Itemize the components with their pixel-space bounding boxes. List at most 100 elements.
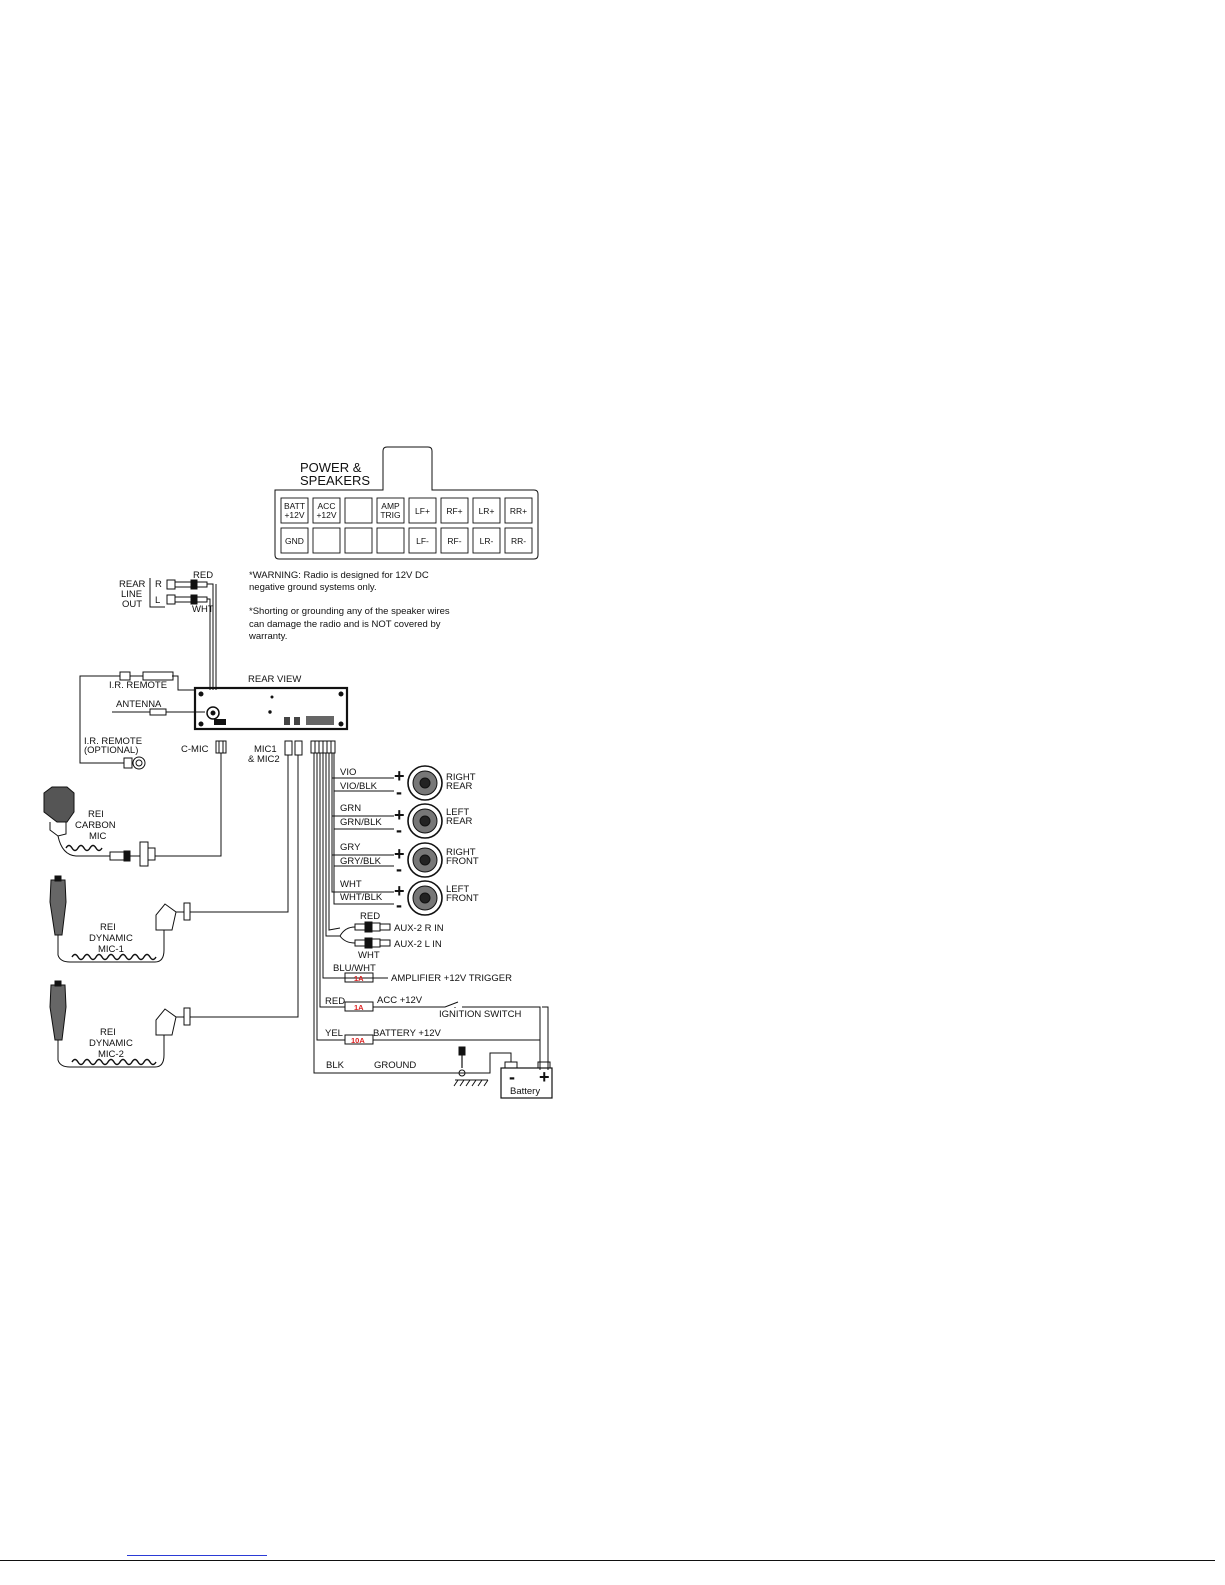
speaker-lf-name2: FRONT xyxy=(446,893,479,904)
cell-lf-plus: LF+ xyxy=(415,506,430,516)
aux-l-in-label: AUX-2 L IN xyxy=(394,939,442,950)
connector-title-line1: POWER & xyxy=(300,460,362,475)
cell-rr-plus: RR+ xyxy=(510,506,527,516)
fuse-acc-label: 1A xyxy=(354,1003,364,1012)
cell-batt-12v: +12V xyxy=(284,510,304,520)
speaker-lf-plus-wire: WHT xyxy=(340,879,362,890)
cell-trig: TRIG xyxy=(380,510,400,520)
carbon-mic-label2: CARBON xyxy=(75,820,116,831)
ir-remote-cable xyxy=(79,671,195,770)
yel-label: YEL xyxy=(325,1028,343,1039)
cell-batt: BATT xyxy=(284,501,305,511)
carbon-mic xyxy=(43,753,222,867)
rear-view-label: REAR VIEW xyxy=(248,674,301,685)
shorting-line2: can damage the radio and is NOT covered … xyxy=(249,619,441,630)
ir-remote-label: I.R. REMOTE xyxy=(109,680,167,691)
mic12-label-line2: & MIC2 xyxy=(248,754,280,765)
line-out-l: L xyxy=(155,595,160,606)
rear-line-out-label2: LINE xyxy=(121,589,142,600)
carbon-mic-label3: MIC xyxy=(89,831,107,842)
battery-label: Battery xyxy=(510,1086,540,1097)
acc-12v-label: ACC +12V xyxy=(377,995,423,1006)
speaker-icon xyxy=(407,765,443,916)
battery-icon xyxy=(373,1039,553,1099)
dynamic-mic-2 xyxy=(49,755,299,1068)
aux-red-label: RED xyxy=(360,911,380,922)
footer-link-underline[interactable] xyxy=(127,1555,267,1556)
speaker-rf-plus-sign: + xyxy=(394,844,405,864)
c-mic-label: C-MIC xyxy=(181,744,209,755)
rear-line-out-label1: REAR xyxy=(119,579,146,590)
fuse-batt-label: 10A xyxy=(351,1036,365,1045)
blu-wht-label: BLU/WHT xyxy=(333,963,376,974)
cell-amp: AMP xyxy=(381,501,400,511)
speaker-lf-minus-sign: - xyxy=(396,895,402,915)
speaker-lr-name2: REAR xyxy=(446,816,473,827)
aux-wht-label: WHT xyxy=(358,950,380,961)
power-wiring xyxy=(344,972,549,1070)
antenna-label: ANTENNA xyxy=(116,699,162,710)
speaker-lf-name1: LEFT xyxy=(446,884,469,895)
speaker-rf-minus-sign: - xyxy=(396,859,402,879)
speaker-lf-plus-sign: + xyxy=(394,881,405,901)
battery-plus: + xyxy=(539,1067,550,1087)
ground-label: GROUND xyxy=(374,1060,416,1071)
shorting-line1: *Shorting or grounding any of the speake… xyxy=(249,606,450,617)
carbon-mic-label1: REI xyxy=(88,809,104,820)
connector-title-line2: SPEAKERS xyxy=(300,473,370,488)
ignition-switch-label: IGNITION SWITCH xyxy=(439,1009,521,1020)
mic12-label-line1: MIC1 xyxy=(254,744,277,755)
speaker-lr-minus-sign: - xyxy=(396,820,402,840)
dynamic-mic-2-label2: DYNAMIC xyxy=(89,1038,133,1049)
speaker-rf-name1: RIGHT xyxy=(446,847,476,858)
speaker-rf-plus-wire: GRY xyxy=(340,842,361,853)
cell-lf-minus: LF- xyxy=(416,536,429,546)
line-out-r: R xyxy=(155,579,162,590)
battery-12v-label: BATTERY +12V xyxy=(373,1028,442,1039)
speaker-rr-plus-sign: + xyxy=(394,766,405,786)
speaker-rf-minus-wire: GRY/BLK xyxy=(340,856,382,867)
antenna-cable xyxy=(112,708,205,716)
ir-remote-optional-line2: (OPTIONAL) xyxy=(84,745,138,756)
speaker-rr-minus-wire: VIO/BLK xyxy=(340,781,378,792)
dynamic-mic-1-label2: DYNAMIC xyxy=(89,933,133,944)
radio-chassis xyxy=(193,686,349,731)
cell-acc: ACC xyxy=(318,501,336,511)
shorting-line3: warranty. xyxy=(248,631,287,642)
fuse-amp-label: 1A xyxy=(354,974,364,983)
speaker-lr-name1: LEFT xyxy=(446,807,469,818)
cell-lr-minus: LR- xyxy=(480,536,494,546)
cell-lr-plus: LR+ xyxy=(479,506,495,516)
cell-rf-minus: RF- xyxy=(447,536,461,546)
footer-rule xyxy=(0,1560,1215,1561)
speaker-rr-name2: REAR xyxy=(446,781,473,792)
speaker-lf-minus-wire: WHT/BLK xyxy=(340,892,383,903)
aux-rca-plugs xyxy=(339,921,391,949)
cell-rr-minus: RR- xyxy=(511,536,526,546)
speaker-rf-name2: FRONT xyxy=(446,856,479,867)
speaker-lr-plus-sign: + xyxy=(394,805,405,825)
line-out-wht: WHT xyxy=(192,604,214,615)
speaker-lr-minus-wire: GRN/BLK xyxy=(340,817,382,828)
dynamic-mic-1 xyxy=(49,755,289,963)
dynamic-mic-1-label3: MIC-1 xyxy=(98,944,124,955)
dynamic-mic-2-label1: REI xyxy=(100,1027,116,1038)
cell-gnd: GND xyxy=(285,536,304,546)
power-speakers-connector xyxy=(274,446,539,560)
dynamic-mic-1-label1: REI xyxy=(100,922,116,933)
speaker-rr-plus-wire: VIO xyxy=(340,767,356,778)
warning-line2: negative ground systems only. xyxy=(249,582,377,593)
blk-label: BLK xyxy=(326,1060,345,1071)
connector-cells xyxy=(280,497,533,554)
dynamic-mic-2-label3: MIC-2 xyxy=(98,1049,124,1060)
battery-minus: - xyxy=(509,1067,515,1087)
aux-r-in-label: AUX-2 R IN xyxy=(394,923,444,934)
amp-trigger-label: AMPLIFIER +12V TRIGGER xyxy=(391,973,512,984)
warning-line1: *WARNING: Radio is designed for 12V DC xyxy=(249,570,429,581)
speaker-lr-plus-wire: GRN xyxy=(340,803,361,814)
wire-harness xyxy=(313,753,455,1074)
ir-remote-optional-line1: I.R. REMOTE xyxy=(84,736,142,747)
speaker-rr-minus-sign: - xyxy=(396,782,402,802)
cell-rf-plus: RF+ xyxy=(446,506,462,516)
